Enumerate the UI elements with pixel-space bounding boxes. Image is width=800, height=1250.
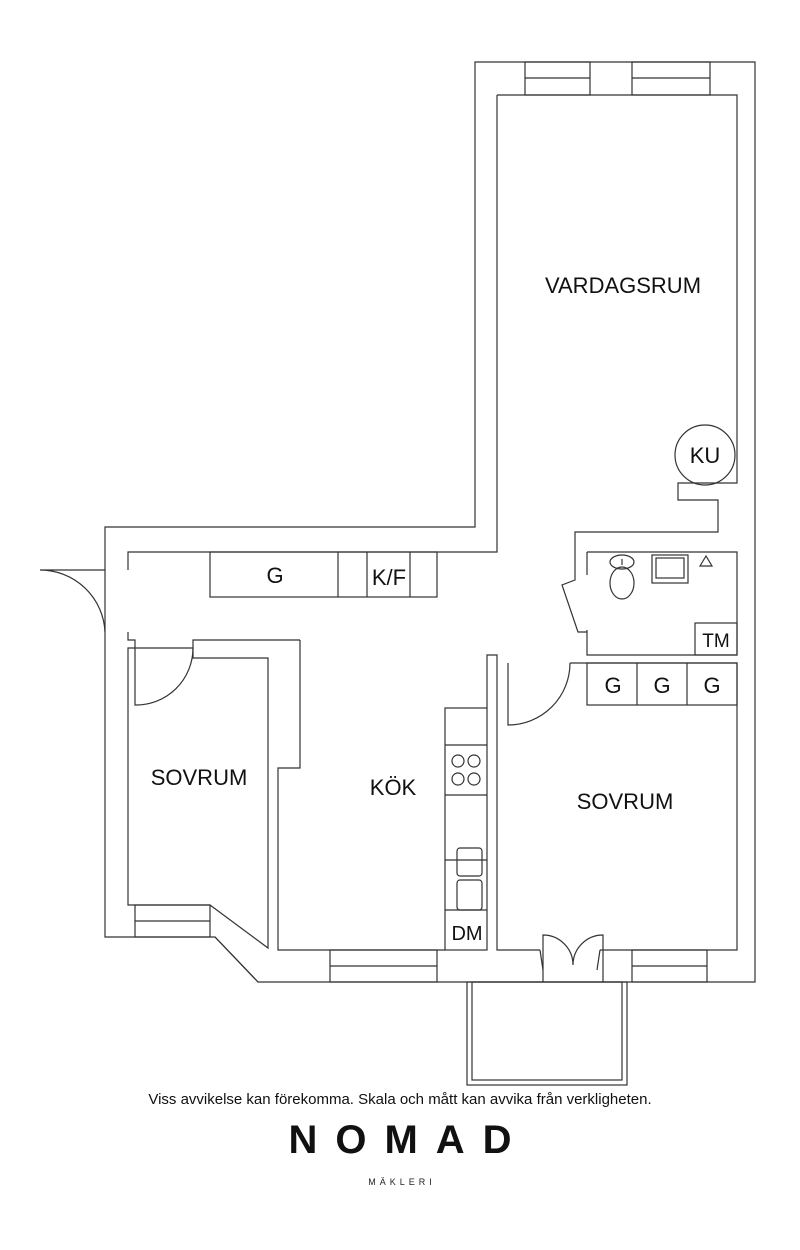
label-dishwasher: DM xyxy=(451,923,482,945)
bedroom-left-door xyxy=(134,647,194,706)
window-bedroom-left xyxy=(134,904,211,938)
logo-subtitle: MÄKLERI xyxy=(368,1177,436,1187)
label-wardrobe-1: G xyxy=(604,673,621,698)
window-top-2 xyxy=(631,61,711,96)
label-wardrobe-2: G xyxy=(653,673,670,698)
outer-wall xyxy=(104,61,756,983)
label-hall-wardrobe: G xyxy=(266,563,283,588)
balcony-door xyxy=(539,934,604,982)
window-bedroom-right xyxy=(631,949,708,983)
kitchen-counter xyxy=(444,707,488,951)
window-kitchen xyxy=(329,949,438,983)
label-washer: TM xyxy=(702,631,729,652)
balcony xyxy=(466,981,628,1086)
logo-nomad: NOMAD xyxy=(288,1118,530,1162)
inner-wall-living xyxy=(497,94,738,565)
washbasin-icon xyxy=(651,554,689,584)
disclaimer: Viss avvikelse kan förekomma. Skala och … xyxy=(148,1091,652,1108)
toilet-icon xyxy=(609,554,635,600)
bedroom-wardrobes xyxy=(586,662,738,706)
bedroom-right-door xyxy=(507,662,571,726)
label-sovrum-right: SOVRUM xyxy=(577,789,674,814)
ku-circle xyxy=(674,424,736,486)
drain-icon xyxy=(698,554,714,567)
label-vardagsrum: VARDAGSRUM xyxy=(545,273,701,298)
label-fridge-freezer: K/F xyxy=(372,565,406,590)
label-ku: KU xyxy=(690,443,721,468)
hall-wardrobe xyxy=(209,551,438,598)
stove-icon xyxy=(451,754,481,786)
label-wardrobe-3: G xyxy=(703,673,720,698)
entrance-door xyxy=(39,569,106,633)
label-sovrum-left: SOVRUM xyxy=(151,765,248,790)
washer-box xyxy=(694,622,738,656)
inner-wall-hall xyxy=(127,95,498,648)
sink-icon xyxy=(456,847,483,911)
label-kok: KÖK xyxy=(370,775,417,800)
window-top-1 xyxy=(524,61,591,96)
